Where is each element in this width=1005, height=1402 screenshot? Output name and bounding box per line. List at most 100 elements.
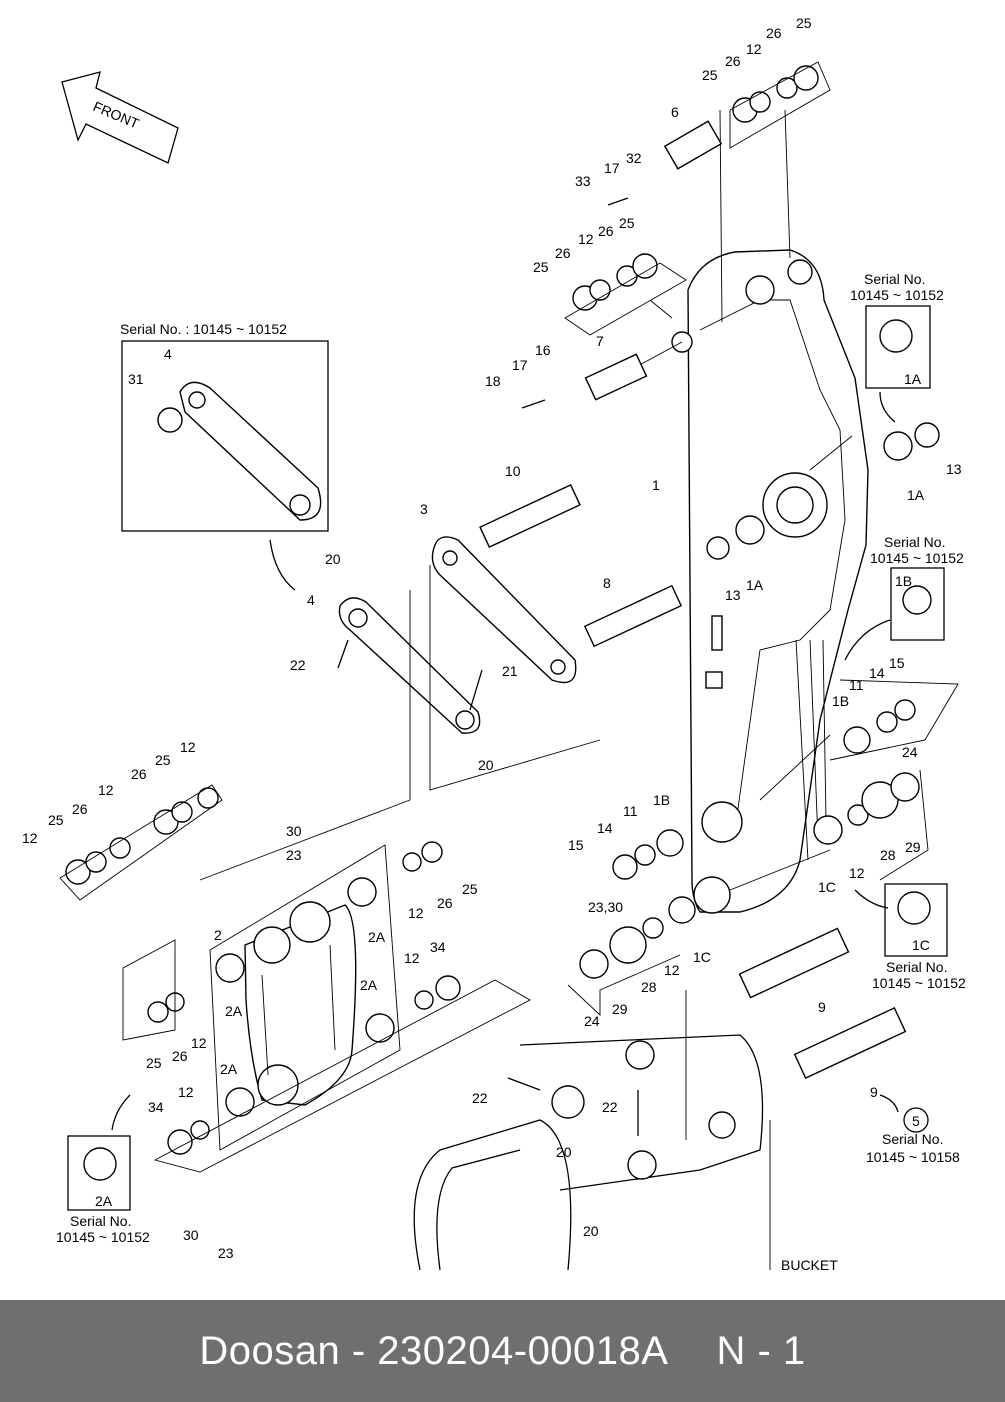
footer-page: N - 1 <box>716 1328 806 1373</box>
svg-text:20: 20 <box>325 551 341 567</box>
svg-text:33: 33 <box>575 173 591 189</box>
svg-text:20: 20 <box>556 1144 572 1160</box>
svg-text:31: 31 <box>128 371 144 387</box>
serial-label-5: Serial No. <box>882 1131 943 1147</box>
link-4 <box>338 597 481 734</box>
svg-text:1B: 1B <box>832 693 849 709</box>
serial-range-2a: 10145 ~ 10152 <box>56 1229 150 1245</box>
svg-text:15: 15 <box>568 837 584 853</box>
svg-text:20: 20 <box>478 757 494 773</box>
svg-text:1A: 1A <box>904 371 922 387</box>
arm-body <box>671 249 869 914</box>
svg-text:12: 12 <box>404 950 420 966</box>
svg-text:1: 1 <box>652 477 660 493</box>
svg-text:34: 34 <box>430 939 446 955</box>
pins <box>479 120 907 1079</box>
link-4-detail <box>157 381 322 521</box>
bolts <box>337 197 639 1136</box>
svg-text:29: 29 <box>905 839 921 855</box>
svg-text:5: 5 <box>912 1113 920 1129</box>
link-2 <box>244 901 357 1106</box>
serial-range-1a: 10145 ~ 10152 <box>850 287 944 303</box>
svg-text:28: 28 <box>880 847 896 863</box>
svg-text:13: 13 <box>946 461 962 477</box>
front-arrow-label: FRONT <box>91 98 142 132</box>
svg-text:17: 17 <box>512 357 528 373</box>
svg-text:9: 9 <box>818 999 826 1015</box>
svg-text:25: 25 <box>155 752 171 768</box>
svg-text:24: 24 <box>584 1013 600 1029</box>
svg-text:2A: 2A <box>368 929 386 945</box>
svg-text:22: 22 <box>602 1099 618 1115</box>
svg-text:32: 32 <box>626 150 642 166</box>
front-arrow: FRONT <box>61 71 179 164</box>
svg-text:12: 12 <box>178 1084 194 1100</box>
svg-text:25: 25 <box>796 15 812 31</box>
svg-text:26: 26 <box>766 25 782 41</box>
serial-labels: Serial No. : 10145 ~ 10152 Serial No. 10… <box>56 271 966 1245</box>
serial-label-1c: Serial No. <box>886 959 947 975</box>
svg-text:1C: 1C <box>693 949 711 965</box>
svg-text:12: 12 <box>664 962 680 978</box>
svg-text:30: 30 <box>286 823 302 839</box>
svg-text:12: 12 <box>180 739 196 755</box>
bucket: BUCKET <box>413 1034 838 1273</box>
svg-text:14: 14 <box>597 820 613 836</box>
svg-text:12: 12 <box>408 905 424 921</box>
svg-text:11: 11 <box>623 803 638 819</box>
svg-text:23: 23 <box>286 847 302 863</box>
svg-text:12: 12 <box>98 782 114 798</box>
svg-text:20: 20 <box>583 1223 599 1239</box>
svg-text:8: 8 <box>603 575 611 591</box>
bushing-detail-boxes <box>67 305 948 1211</box>
svg-text:2A: 2A <box>225 1003 243 1019</box>
svg-text:26: 26 <box>72 801 88 817</box>
svg-text:22: 22 <box>472 1090 488 1106</box>
svg-text:14: 14 <box>869 665 885 681</box>
serial-range-1c: 10145 ~ 10152 <box>872 975 966 991</box>
bucket-label: BUCKET <box>781 1257 838 1273</box>
svg-text:26: 26 <box>725 53 741 69</box>
footer-brand: Doosan <box>199 1328 341 1373</box>
svg-text:30: 30 <box>183 1227 199 1243</box>
svg-text:26: 26 <box>598 223 614 239</box>
svg-text:1C: 1C <box>912 937 930 953</box>
svg-text:1A: 1A <box>907 487 925 503</box>
svg-text:13: 13 <box>725 587 741 603</box>
svg-text:4: 4 <box>307 592 315 608</box>
svg-text:18: 18 <box>485 373 501 389</box>
footer-part-number: 230204-00018A <box>377 1328 669 1373</box>
bushings-and-seals <box>65 65 940 1155</box>
reference-outlines <box>59 61 959 1173</box>
svg-text:28: 28 <box>641 979 657 995</box>
svg-text:12: 12 <box>849 865 865 881</box>
reference-arrows <box>111 391 899 1131</box>
svg-text:1C: 1C <box>818 879 836 895</box>
svg-text:4: 4 <box>164 346 172 362</box>
svg-text:26: 26 <box>555 245 571 261</box>
svg-text:25: 25 <box>619 215 635 231</box>
svg-text:10: 10 <box>505 463 521 479</box>
svg-text:12: 12 <box>191 1035 207 1051</box>
svg-text:24: 24 <box>902 744 918 760</box>
svg-text:25: 25 <box>462 881 478 897</box>
svg-text:26: 26 <box>437 895 453 911</box>
serial-label-1b: Serial No. <box>884 534 945 550</box>
svg-text:34: 34 <box>148 1099 164 1115</box>
svg-text:2A: 2A <box>95 1193 113 1209</box>
svg-text:11: 11 <box>849 677 864 693</box>
svg-text:21: 21 <box>502 663 518 679</box>
svg-text:25: 25 <box>533 259 549 275</box>
svg-text:23: 23 <box>218 1245 234 1261</box>
serial-range-1b: 10145 ~ 10152 <box>870 550 964 566</box>
svg-text:17: 17 <box>604 160 620 176</box>
svg-text:25: 25 <box>146 1055 162 1071</box>
svg-text:2A: 2A <box>220 1061 238 1077</box>
svg-text:2A: 2A <box>360 977 378 993</box>
svg-text:6: 6 <box>671 104 679 120</box>
svg-text:9: 9 <box>870 1084 878 1100</box>
svg-text:25: 25 <box>48 812 64 828</box>
svg-text:3: 3 <box>420 501 428 517</box>
